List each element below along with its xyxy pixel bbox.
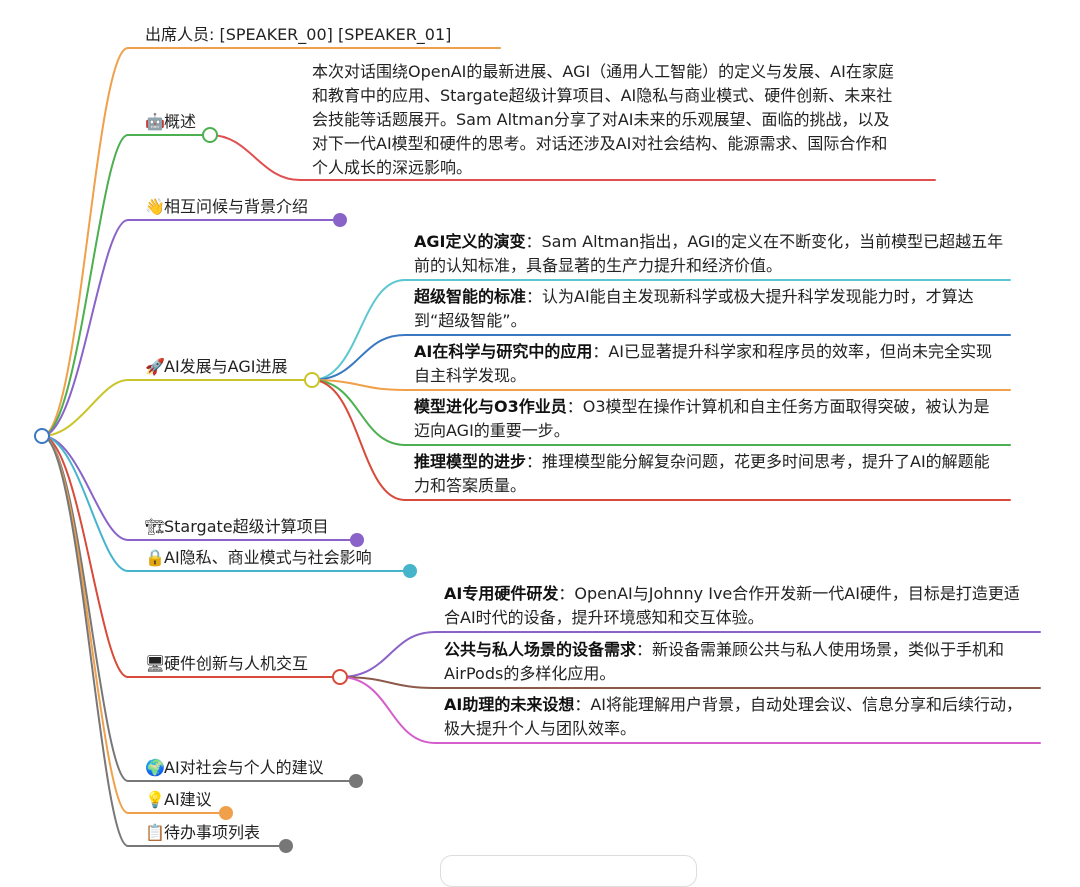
edge-attendees xyxy=(41,47,501,437)
agi-item-text: ：认为AI能自主发现新科学或极大提升科学发现能力时，才算达到“超级智能”。 xyxy=(414,287,974,330)
attendees-label[interactable]: 出席人员: [SPEAKER_00] [SPEAKER_01] xyxy=(145,25,452,44)
agi-item[interactable]: 超级智能的标准：认为AI能自主发现新科学或极大提升科学发现能力时，才算达到“超级… xyxy=(414,285,1004,333)
overview-collapse-node[interactable] xyxy=(202,127,218,143)
greeting-expand-node[interactable] xyxy=(333,213,347,227)
hardware-item-text: ：AI将能理解用户背景，自动处理会议、信息分享和后续行动，极大提升个人与团队效率… xyxy=(444,695,1023,738)
overview-label: 概述 xyxy=(164,112,197,131)
hardware-item-title: AI专用硬件研发 xyxy=(444,584,559,603)
hardware-item[interactable]: 公共与私人场景的设备需求：新设备需兼顾公共与私人使用场景，类似于手机和AirPo… xyxy=(444,638,1034,686)
stargate-expand-node[interactable] xyxy=(350,533,364,547)
agi-item-title: AGI定义的演变 xyxy=(414,232,526,251)
edge-hw-3 xyxy=(339,676,1041,744)
greeting-label: 相互问候与背景介绍 xyxy=(164,197,309,216)
edge-agi-3 xyxy=(311,379,1011,391)
hardware-collapse-node[interactable] xyxy=(332,669,348,685)
hardware-item-text: ：新设备需兼顾公共与私人使用场景，类似于手机和AirPods的多样化应用。 xyxy=(444,640,1005,683)
agi-item[interactable]: 推理模型的进步：推理模型能分解复杂问题，花更多时间思考，提升了AI的解题能力和答… xyxy=(414,450,1004,498)
agi-item-text: ：推理模型能分解复杂问题，花更多时间思考，提升了AI的解题能力和答案质量。 xyxy=(414,452,990,495)
stargate-node[interactable]: 🏗Stargate超级计算项目 xyxy=(145,515,329,539)
mindmap-canvas xyxy=(34,47,1041,853)
advice-society-label: AI对社会与个人的建议 xyxy=(164,758,324,777)
agi-item-title: 推理模型的进步 xyxy=(414,452,527,471)
bottom-toolbar[interactable] xyxy=(440,855,697,887)
edge-agi-4 xyxy=(311,379,1011,446)
root-node[interactable] xyxy=(34,428,50,444)
edge-todo xyxy=(41,435,287,847)
edge-stargate xyxy=(41,435,358,541)
agi-node[interactable]: 🚀AI发展与AGI进展 xyxy=(145,355,287,379)
edge-privacy xyxy=(41,435,411,572)
todo-node[interactable]: 📋待办事项列表 xyxy=(145,821,260,845)
globe-icon: 🌍 xyxy=(145,758,165,777)
advice-society-node[interactable]: 🌍AI对社会与个人的建议 xyxy=(145,756,324,780)
agi-item-text: ：AI已显著提升科学家和程序员的效率，但尚未完全实现自主科学发现。 xyxy=(414,342,993,385)
agi-item-title: 超级智能的标准 xyxy=(414,287,527,306)
edge-agi-1 xyxy=(311,279,1011,381)
agi-label: AI发展与AGI进展 xyxy=(164,357,288,376)
hardware-label: 硬件创新与人机交互 xyxy=(164,654,309,673)
edge-hw-2 xyxy=(339,676,1041,689)
clipboard-icon: 📋 xyxy=(145,823,165,842)
edge-hardware xyxy=(41,435,341,678)
lock-icon: 🔒 xyxy=(145,548,165,567)
todo-label: 待办事项列表 xyxy=(164,823,261,842)
todo-expand-node[interactable] xyxy=(279,839,293,853)
agi-collapse-node[interactable] xyxy=(304,372,320,388)
edge-overview-text xyxy=(209,134,936,181)
stargate-label: Stargate超级计算项目 xyxy=(164,517,329,536)
privacy-expand-node[interactable] xyxy=(403,564,417,578)
privacy-node[interactable]: 🔒AI隐私、商业模式与社会影响 xyxy=(145,546,372,570)
lightbulb-icon: 💡 xyxy=(145,790,165,809)
computer-icon: 🖥 xyxy=(145,654,166,673)
building-icon: 🏗 xyxy=(145,517,166,536)
agi-item-text: ：O3模型在操作计算机和自主任务方面取得突破，被认为是迈向AGI的重要一步。 xyxy=(414,397,990,440)
overview-node[interactable]: 🤖概述 xyxy=(145,110,196,134)
edge-agi xyxy=(41,379,313,437)
agi-item-title: 模型进化与O3作业员 xyxy=(414,397,567,416)
agi-item-text: ：Sam Altman指出，AGI的定义在不断变化，当前模型已超越五年前的认知标… xyxy=(414,232,1004,275)
overview-text[interactable]: 本次对话围绕OpenAI的最新进展、AGI（通用人工智能）的定义与发展、AI在家… xyxy=(312,62,894,177)
edge-agi-5 xyxy=(311,379,1011,501)
agi-item[interactable]: AGI定义的演变：Sam Altman指出，AGI的定义在不断变化，当前模型已超… xyxy=(414,230,1004,278)
greeting-node[interactable]: 👋相互问候与背景介绍 xyxy=(145,195,308,219)
hardware-item[interactable]: AI专用硬件研发：OpenAI与Johnny Ive合作开发新一代AI硬件，目标… xyxy=(444,582,1034,630)
privacy-label: AI隐私、商业模式与社会影响 xyxy=(164,548,372,567)
edge-overview xyxy=(41,134,211,437)
advice-society-expand-node[interactable] xyxy=(349,774,363,788)
advice-expand-node[interactable] xyxy=(219,806,233,820)
waving-hand-icon: 👋 xyxy=(145,197,165,216)
advice-label: AI建议 xyxy=(164,790,212,809)
hardware-item-title: AI助理的未来设想 xyxy=(444,695,575,714)
advice-node[interactable]: 💡AI建议 xyxy=(145,788,212,812)
edge-hw-1 xyxy=(339,631,1041,678)
hardware-item-title: 公共与私人场景的设备需求 xyxy=(444,640,637,659)
edge-agi-2 xyxy=(311,334,1011,381)
edge-greeting xyxy=(41,219,341,437)
hardware-node[interactable]: 🖥硬件创新与人机交互 xyxy=(145,652,308,676)
agi-item-title: AI在科学与研究中的应用 xyxy=(414,342,593,361)
rocket-icon: 🚀 xyxy=(145,357,165,376)
agi-item[interactable]: AI在科学与研究中的应用：AI已显著提升科学家和程序员的效率，但尚未完全实现自主… xyxy=(414,340,1004,388)
robot-icon: 🤖 xyxy=(145,112,165,131)
agi-item[interactable]: 模型进化与O3作业员：O3模型在操作计算机和自主任务方面取得突破，被认为是迈向A… xyxy=(414,395,1004,443)
hardware-item-text: ：OpenAI与Johnny Ive合作开发新一代AI硬件，目标是打造更适合AI… xyxy=(444,584,1020,627)
hardware-item[interactable]: AI助理的未来设想：AI将能理解用户背景，自动处理会议、信息分享和后续行动，极大… xyxy=(444,693,1034,741)
